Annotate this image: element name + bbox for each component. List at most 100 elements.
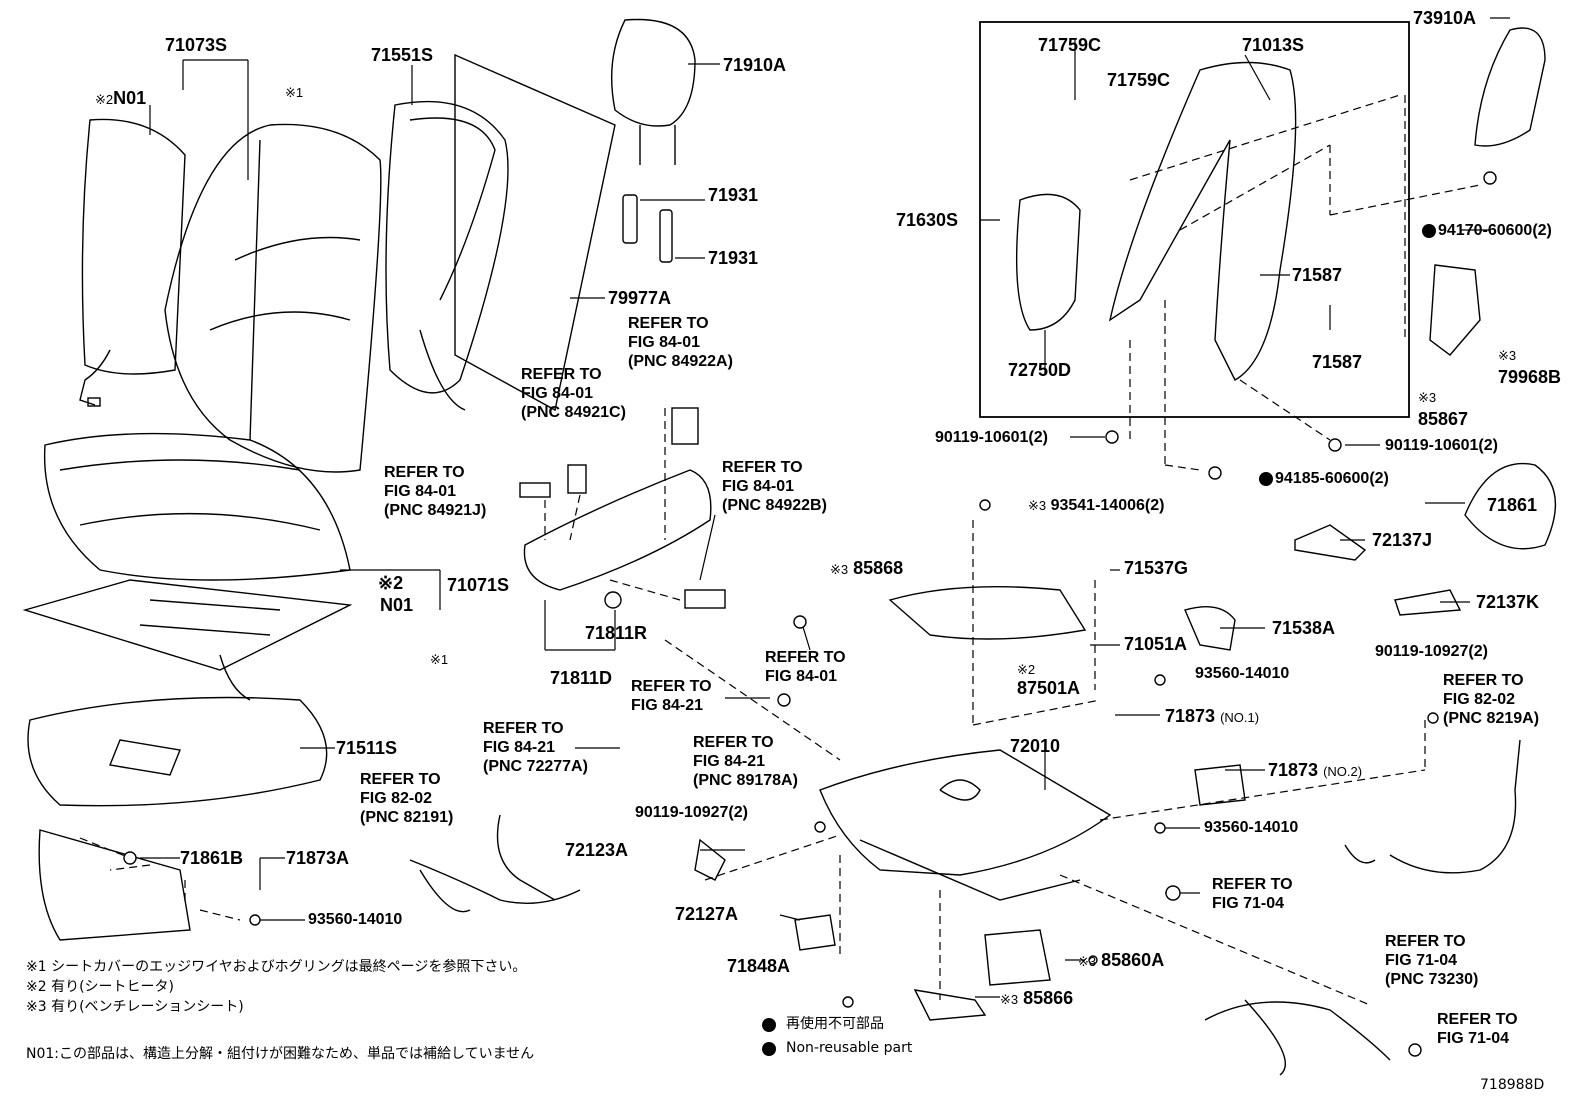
label-71051A[interactable]: 71051A: [1124, 634, 1188, 654]
label-72010[interactable]: 72010: [1010, 736, 1061, 756]
cover-72137J-illustration: [1294, 524, 1367, 561]
label-72123A[interactable]: 72123A: [565, 840, 629, 860]
label-71551S[interactable]: 71551S: [371, 45, 434, 65]
label-71861[interactable]: 71861: [1487, 495, 1538, 515]
label-85868[interactable]: ※3 85868: [830, 558, 904, 578]
label-71873-no2[interactable]: 71873 (NO.2): [1268, 760, 1363, 780]
label-71511S[interactable]: 71511S: [336, 738, 398, 758]
label-71861B[interactable]: 71861B: [180, 848, 244, 868]
switch-84921C: [567, 464, 587, 494]
motor-71538A-illustration: [1184, 606, 1236, 651]
harness-8219A-illustration: [1344, 739, 1521, 874]
label-72137J[interactable]: 72137J: [1372, 530, 1433, 550]
footnote-1: ※1 シートカバーのエッジワイヤおよびホグリングは最終ページを参照下さい。: [26, 959, 527, 975]
label-72127A[interactable]: 72127A: [675, 904, 739, 924]
label-72137K[interactable]: 72137K: [1476, 592, 1540, 612]
legend-dot-icon: [762, 1018, 776, 1032]
label-90119-10601-left[interactable]: 90119-10601(2): [935, 429, 1048, 446]
label-71071S[interactable]: 71071S: [447, 575, 510, 595]
non-reusable-dot-94170: [1422, 224, 1436, 238]
harness-82191-illustration: [409, 814, 581, 913]
label-71848A[interactable]: 71848A: [727, 956, 791, 976]
label-71630S[interactable]: 71630S: [896, 210, 959, 230]
label-85866[interactable]: ※3 85866: [1000, 988, 1074, 1008]
seatback-frame-illustration: [1015, 61, 1297, 381]
legend-en: Non-reusable part: [786, 1040, 913, 1056]
back-board-illustration: [454, 53, 616, 412]
duct-85866-illustration: [913, 989, 987, 1021]
side-cover-73910A-illustration: [1474, 27, 1546, 147]
headrest-support-illustration: [622, 194, 673, 263]
label-85860A[interactable]: ※3 85860A: [1078, 950, 1165, 970]
switch-84921J: [519, 482, 551, 498]
legend-jp: 再使用不可部品: [786, 1016, 884, 1032]
label-71811D[interactable]: 71811D: [550, 668, 613, 688]
non-reusable-dot-94185: [1259, 472, 1273, 486]
back-cover-illustration: [164, 123, 382, 473]
label-93560-14010-left[interactable]: 93560-14010: [308, 911, 403, 928]
label-71873-no1[interactable]: 71873 (NO.1): [1165, 706, 1260, 726]
label-71931-lower[interactable]: 71931: [708, 248, 759, 268]
label-71537G[interactable]: 71537G: [1124, 558, 1189, 578]
label-73910A[interactable]: 73910A: [1413, 8, 1477, 28]
label-79977A[interactable]: 79977A: [608, 288, 672, 308]
label-85867[interactable]: 85867: [1418, 409, 1469, 429]
seat-heater-illustration: [22, 579, 353, 701]
label-71587-lower[interactable]: 71587: [1312, 352, 1363, 372]
label-71759C-lower[interactable]: 71759C: [1107, 70, 1171, 90]
side-shield-illustration: [523, 469, 726, 609]
bracket-85867-illustration: [1429, 264, 1481, 356]
label-94170-60600[interactable]: 94170-60600(2): [1438, 222, 1552, 239]
label-93541-14006[interactable]: ※3 93541-14006(2): [1028, 497, 1165, 514]
switch-84922A: [671, 407, 699, 445]
label-71073S[interactable]: 71073S: [165, 35, 228, 55]
vent-mat-71051A-illustration: [888, 585, 1087, 640]
seat-front-panel-illustration: [38, 829, 191, 941]
label-93560-14010-right[interactable]: 93560-14010: [1204, 819, 1299, 836]
label-71587-upper[interactable]: 71587: [1292, 265, 1343, 285]
label-71538A[interactable]: 71538A: [1272, 618, 1336, 638]
note-mark-2-n01: ※2N01: [95, 88, 147, 108]
label-71873A[interactable]: 71873A: [286, 848, 350, 868]
note-mark-3-85867: ※3: [1418, 390, 1437, 405]
label-71931-upper[interactable]: 71931: [708, 185, 759, 205]
label-72750D[interactable]: 72750D: [1008, 360, 1072, 380]
label-71759C-upper[interactable]: 71759C: [1038, 35, 1102, 55]
label-71910A[interactable]: 71910A: [723, 55, 787, 75]
label-93560-14010-mid[interactable]: 93560-14010: [1195, 665, 1290, 682]
seat-adjuster-illustration: [819, 749, 1112, 901]
cover-72127A-illustration: [794, 914, 836, 951]
label-71013S[interactable]: 71013S: [1242, 35, 1305, 55]
label-71811R[interactable]: 71811R: [585, 623, 648, 643]
cover-72137K-illustration: [1394, 589, 1462, 616]
footnote-2: ※2 有り(シートヒータ): [26, 979, 175, 995]
label-90119-10601-right[interactable]: 90119-10601(2): [1385, 437, 1498, 454]
label-79968B[interactable]: 79968B: [1498, 367, 1562, 387]
note-mark-1: ※1: [285, 85, 304, 100]
note-mark-3-79968B: ※3: [1498, 348, 1517, 363]
back-pad-illustration: [385, 100, 509, 411]
note-mark-2-seat: ※2: [378, 573, 404, 593]
label-87501A[interactable]: 87501A: [1017, 678, 1081, 698]
illustration-code: 718988D: [1480, 1077, 1545, 1093]
label-90119-10927-left[interactable]: 90119-10927(2): [635, 804, 748, 821]
label-90119-10927-right[interactable]: 90119-10927(2): [1375, 643, 1488, 660]
harness-73230-illustration: [1204, 999, 1391, 1076]
note-mark-1-seat: ※1: [430, 652, 449, 667]
legend-dot-icon-2: [762, 1042, 776, 1056]
label-94185-60600[interactable]: 94185-60600(2): [1275, 470, 1389, 487]
